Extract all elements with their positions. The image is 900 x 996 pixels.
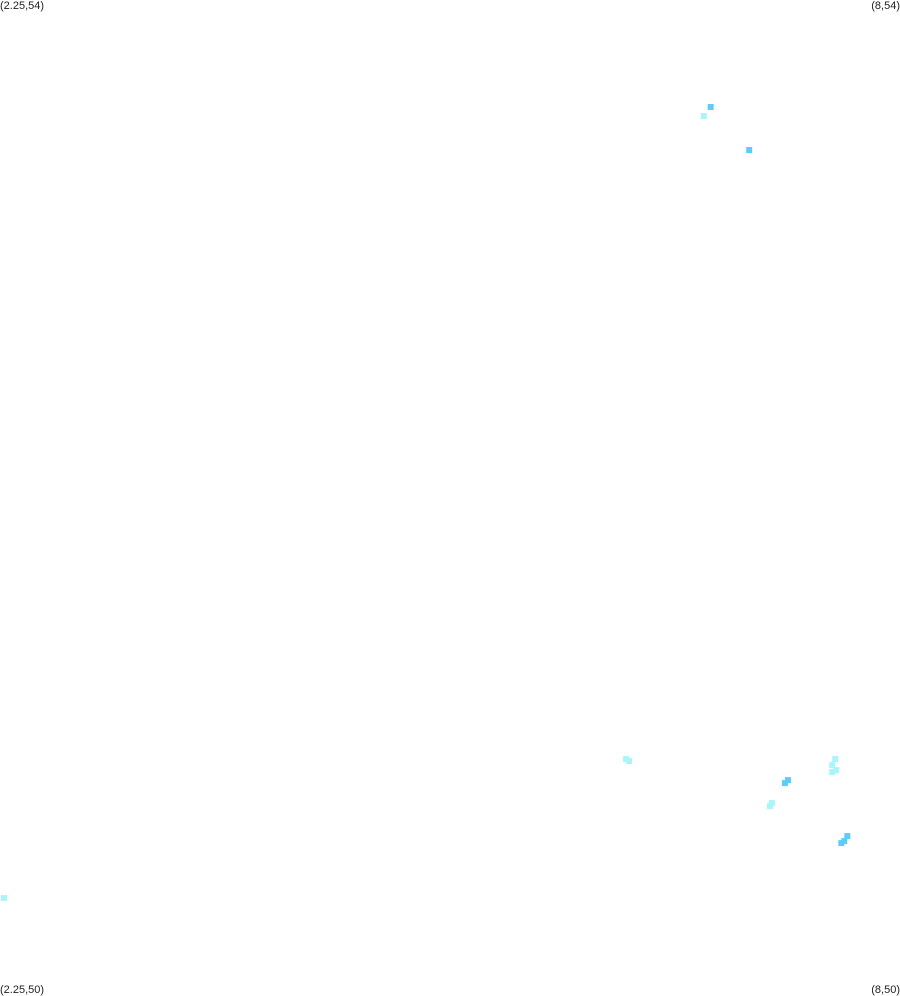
corner-label-top-left: (2.25,54)	[0, 0, 45, 12]
data-point-9	[829, 769, 836, 775]
data-point-11	[781, 780, 788, 787]
data-point-7	[829, 762, 836, 769]
data-point-8	[833, 767, 840, 774]
data-point-2	[700, 113, 707, 119]
data-point-5	[626, 758, 633, 764]
data-point-14	[844, 833, 851, 840]
corner-label-bottom-left: (2.25,50)	[0, 984, 45, 996]
data-point-17	[1, 895, 7, 901]
data-point-16	[841, 838, 848, 845]
data-point-3	[746, 147, 753, 153]
data-points-layer	[1, 104, 851, 901]
data-point-13	[766, 803, 773, 810]
data-point-10	[785, 777, 791, 784]
corner-label-top-right: (8,54)	[871, 0, 900, 12]
data-point-6	[832, 756, 839, 763]
data-point-1	[707, 104, 714, 110]
corner-label-bottom-right: (8,50)	[871, 984, 900, 996]
